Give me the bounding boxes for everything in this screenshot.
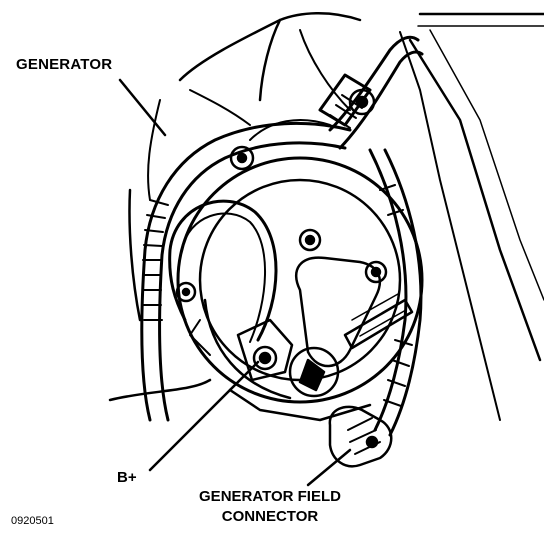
leader-lines <box>118 78 352 487</box>
bolt-upper-center <box>298 228 322 252</box>
wire-harness <box>140 35 424 437</box>
generator-label: GENERATOR <box>16 56 113 73</box>
b-plus-label: B+ <box>117 469 137 486</box>
bolt-left <box>229 145 255 171</box>
leader-field-connector <box>306 448 352 487</box>
leader-generator <box>118 78 167 137</box>
b-plus-cable <box>168 199 278 343</box>
leader-b-plus <box>148 360 260 472</box>
field-connector-label-line2: CONNECTOR <box>221 508 319 525</box>
bolt-lower-left <box>175 281 197 303</box>
bolt-right <box>364 260 388 284</box>
field-connector-label: GENERATOR FIELD CONNECTOR <box>170 487 370 527</box>
engine-outline <box>108 12 362 402</box>
rear-plate <box>294 256 414 368</box>
field-connector-label-line1: GENERATOR FIELD <box>199 488 341 505</box>
figure-code: 0920501 <box>11 515 54 527</box>
field-terminal <box>288 346 340 398</box>
body-panel <box>399 12 544 421</box>
